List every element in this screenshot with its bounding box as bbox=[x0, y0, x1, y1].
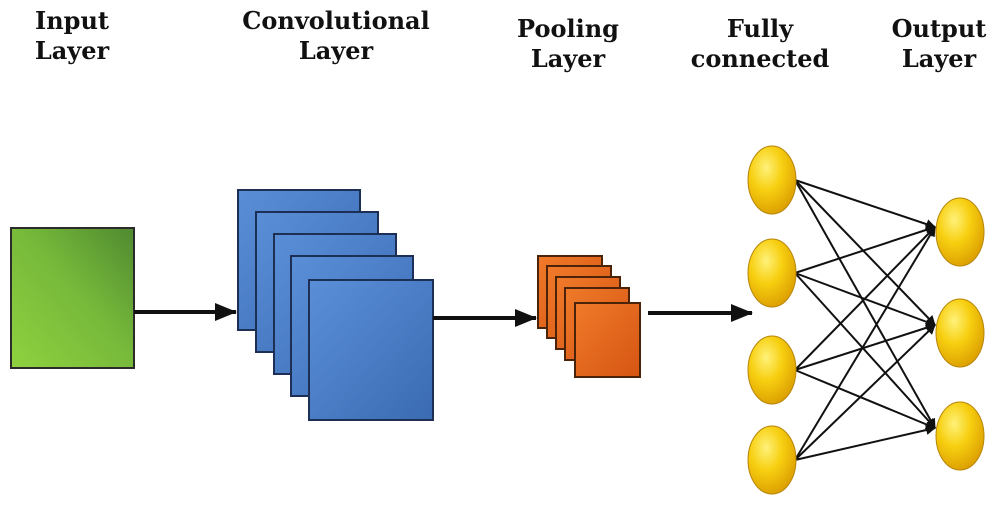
fc-node-2 bbox=[747, 238, 797, 308]
connection-fc1-out2 bbox=[794, 179, 936, 326]
output-layer-label: Output Layer bbox=[880, 14, 998, 74]
pooling-feature-maps bbox=[537, 255, 641, 378]
connection-fc4-out2 bbox=[794, 324, 936, 461]
fully-connected-nodes bbox=[747, 145, 797, 495]
convolutional-layer-label-line1: Convolutional bbox=[242, 6, 430, 35]
fc-node-1 bbox=[747, 145, 797, 215]
input-layer-label-line2: Layer bbox=[34, 36, 110, 65]
connection-fc3-out2 bbox=[794, 322, 936, 371]
connection-fc2-out1 bbox=[794, 225, 936, 274]
fc-node-4 bbox=[747, 425, 797, 495]
output-node-3 bbox=[935, 401, 985, 471]
connection-fc4-out3 bbox=[794, 425, 936, 461]
pooling-layer-label-line1: Pooling bbox=[517, 14, 619, 43]
pooling-layer-label: Pooling Layer bbox=[508, 14, 628, 74]
connection-fc3-out1 bbox=[794, 226, 936, 371]
connection-fc1-out1 bbox=[794, 179, 936, 229]
input-layer-label-line1: Input bbox=[35, 6, 109, 35]
fc-node-3 bbox=[747, 335, 797, 405]
fc-to-output-connections bbox=[794, 179, 936, 461]
connection-fc3-out3 bbox=[794, 369, 936, 430]
pool-map-5 bbox=[574, 302, 641, 378]
input-layer-label: Input Layer bbox=[12, 6, 132, 66]
convolutional-layer-label: Convolutional Layer bbox=[236, 6, 436, 66]
convolutional-layer-label-line2: Layer bbox=[298, 36, 374, 65]
connection-fc4-out1 bbox=[794, 226, 936, 461]
connection-fc2-out3 bbox=[794, 272, 936, 429]
fully-connected-label-line2: connected bbox=[690, 44, 830, 73]
output-nodes bbox=[935, 197, 985, 471]
fully-connected-label: Fully connected bbox=[690, 14, 830, 74]
pooling-layer-label-line2: Layer bbox=[530, 44, 606, 73]
conv-map-5 bbox=[308, 279, 434, 421]
output-layer-label-line2: Layer bbox=[901, 44, 977, 73]
output-layer-label-line1: Output bbox=[891, 14, 987, 43]
output-node-1 bbox=[935, 197, 985, 267]
convolutional-feature-maps bbox=[237, 189, 434, 421]
output-node-2 bbox=[935, 298, 985, 368]
fully-connected-label-line1: Fully bbox=[726, 14, 794, 43]
input-layer-square bbox=[10, 227, 135, 369]
connection-fc1-out3 bbox=[794, 179, 936, 429]
